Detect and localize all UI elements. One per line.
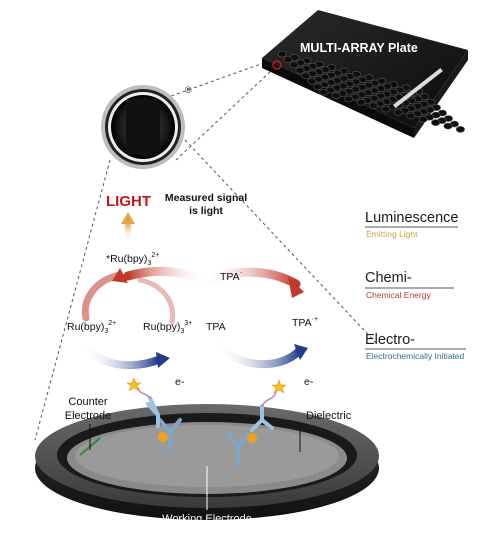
plate-barcode — [393, 67, 443, 109]
antibody-complex-left — [137, 387, 182, 452]
working-electrode-label: Working Electrode — [162, 513, 252, 525]
plate-well — [418, 116, 428, 123]
magnified-well — [101, 85, 185, 169]
plate-title: MULTI-ARRAY Plate — [300, 41, 418, 55]
plate-well — [393, 109, 403, 116]
plate-well — [295, 67, 305, 74]
legend-luminescence-title: Luminescence — [365, 210, 459, 226]
sulfo-tag-stars — [126, 377, 287, 394]
dielectric-label: Dielectric — [306, 410, 352, 422]
legend-chemi-subtitle: Chemical Energy — [366, 290, 431, 300]
antibody-complex-right — [226, 391, 277, 467]
legend-electro-subtitle: Electrochemically Initiated — [366, 351, 465, 361]
plate-well — [381, 105, 391, 113]
ru-3plus-right-label: Ru(bpy)33+ — [143, 320, 192, 335]
plate-well — [431, 119, 441, 126]
plate-well — [443, 122, 453, 130]
measured-signal-line1: Measured signal — [165, 192, 247, 204]
plate-well — [307, 78, 317, 85]
plate-well — [289, 61, 299, 69]
ru-2plus-left-label: Ru(bpy)32+ — [67, 320, 116, 335]
tpa-radical-label: TPA· — [220, 268, 242, 283]
legend-luminescence-subtitle: Emitting Light — [366, 229, 418, 239]
plate-well — [455, 126, 465, 133]
multi-array-plate — [262, 10, 468, 138]
plate-well — [331, 92, 341, 99]
right-cycle-arrows — [195, 267, 308, 369]
plate-well — [301, 72, 311, 80]
legend: Luminescence Emitting Light Chemi- Chemi… — [365, 210, 466, 361]
counter-electrode-line2: Electrode — [65, 410, 111, 422]
light-emission-arrow — [121, 212, 135, 240]
electron-right-label: e- — [304, 376, 314, 388]
tpa-cation-label: TPA·+ — [292, 316, 318, 329]
plate-well — [368, 102, 378, 109]
plate-well — [283, 56, 293, 63]
tpa-label: TPA — [206, 321, 226, 333]
measured-signal-line2: is light — [189, 205, 223, 217]
counter-electrode-line1: Counter — [68, 396, 107, 408]
left-cycle-arrows — [78, 266, 211, 370]
light-label: LIGHT — [106, 193, 151, 210]
plate-well — [319, 88, 329, 96]
electron-left-label: e- — [175, 376, 185, 388]
legend-chemi-title: Chemi- — [365, 270, 412, 286]
highlighted-well — [272, 60, 282, 70]
ru-excited-label: *Ru(bpy)32+ — [106, 252, 159, 267]
registered-mark: ® — [185, 85, 192, 95]
legend-electro-title: Electro- — [365, 332, 415, 348]
plate-well — [406, 112, 416, 120]
plate-well — [313, 83, 323, 90]
plate-well — [356, 99, 366, 106]
plate-well — [277, 50, 287, 58]
plate-well — [344, 95, 354, 103]
projection-lines — [34, 59, 379, 441]
